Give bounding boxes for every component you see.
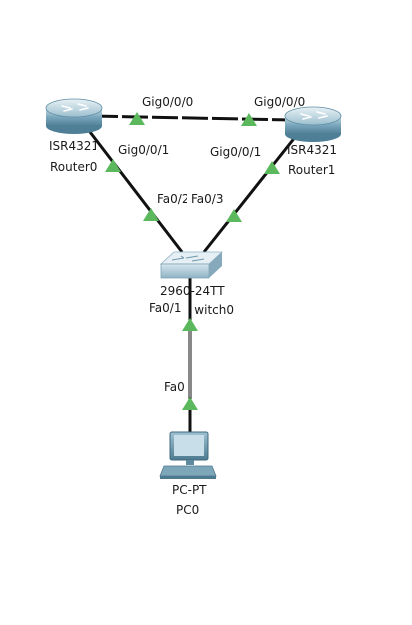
link-status-indicators [105,112,280,410]
router1-gig000-label: Gig0/0/0 [254,95,306,109]
switch0-device[interactable] [159,251,224,279]
link-up-icon [182,318,198,331]
router0-device[interactable] [45,98,103,134]
router0-name-label: Router0 [50,160,98,174]
router0-gig001-label: Gig0/0/1 [118,143,170,157]
router1-device[interactable] [284,106,342,142]
link-up-icon [226,209,242,222]
link-up-icon [241,113,257,126]
pc0-device[interactable] [159,431,217,479]
pc0-model-label: PC-PT [172,483,207,497]
switch0-fa02-label: Fa0/2 [157,192,187,206]
router0-model-label: ISR4321 [49,139,96,153]
switch0-model-label: 2960-24TT [160,284,225,298]
router-icon [45,98,103,134]
link-up-icon [264,161,280,174]
router1-gig001-label: Gig0/0/1 [210,145,262,159]
pc0-name-label: PC0 [176,503,200,517]
link-router0-router1[interactable] [91,114,293,122]
link-up-icon [182,397,198,410]
switch0-fa03-label: Fa0/3 [190,192,225,206]
pc-icon [159,431,217,479]
link-up-icon [105,159,121,172]
router0-gig000-label: Gig0/0/0 [142,95,194,109]
switch0-name-label: Switch0 [194,303,234,317]
switch0-fa01-label: Fa0/1 [149,301,182,315]
pc0-fa0-label: Fa0 [164,380,185,394]
link-up-icon [143,208,159,221]
router-icon [284,106,342,142]
router1-name-label: Router1 [288,163,336,177]
switch-icon [159,251,224,279]
link-router1-switch0[interactable] [202,135,298,253]
link-up-icon [129,112,145,125]
router1-model-label: ISR4321 [287,143,338,157]
link-router0-switch0[interactable] [88,131,184,253]
